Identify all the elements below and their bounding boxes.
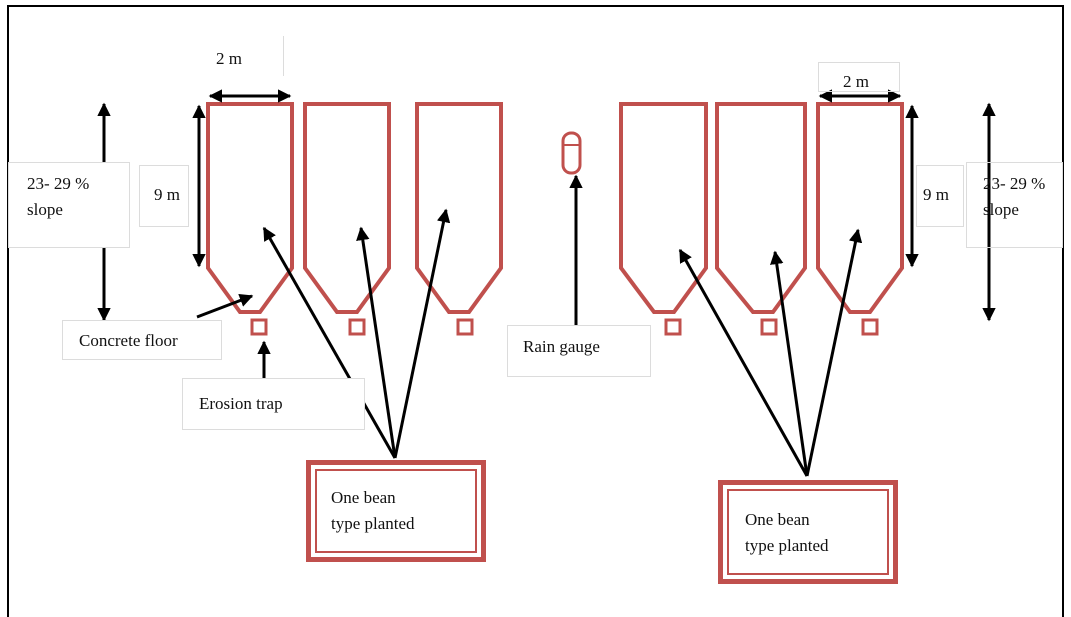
slope-label-right-line1: 23- 29 % [983, 174, 1046, 193]
concrete-floor-label: Concrete floor [62, 320, 222, 360]
erosion-trap-box [348, 318, 366, 336]
slope-label-left-line1: 23- 29 % [27, 174, 90, 193]
erosion-trap-box [664, 318, 682, 336]
planted-box-right-inner [727, 489, 889, 575]
plot-6 [816, 102, 904, 336]
erosion-trap-box [861, 318, 879, 336]
planted-right-line1: One bean [745, 510, 810, 529]
slope-label-left: 23- 29 % slope [8, 162, 130, 248]
rain-gauge-label: Rain gauge [507, 325, 651, 377]
planted-box-right: One bean type planted [718, 480, 898, 584]
planted-arrows-right [678, 228, 863, 477]
planted-arrows-left [262, 208, 451, 459]
planted-box-left: One bean type planted [306, 460, 486, 562]
erosion-trap-label: Erosion trap [182, 378, 365, 430]
slope-label-left-line2: slope [27, 200, 63, 219]
planted-text-left: One bean type planted [331, 485, 471, 537]
plot-2 [303, 102, 391, 336]
planted-left-line2: type planted [331, 514, 415, 533]
erosion-trap-box [250, 318, 268, 336]
rain-gauge-icon [561, 131, 582, 175]
length-label-left: 9 m [139, 165, 189, 227]
plot-5 [715, 102, 807, 336]
erosion-trap-box [760, 318, 778, 336]
concrete-floor-arrow [196, 294, 254, 319]
plot-1 [206, 102, 294, 336]
erosion-trap-box [456, 318, 474, 336]
outer-frame [7, 5, 1064, 617]
plot-4 [619, 102, 708, 336]
planted-left-line1: One bean [331, 488, 396, 507]
planted-box-left-inner [315, 469, 477, 553]
slope-label-right-line2: slope [983, 200, 1019, 219]
width-label-left: 2 m [210, 36, 284, 76]
slope-label-right: 23- 29 % slope [966, 162, 1063, 248]
planted-right-line2: type planted [745, 536, 829, 555]
width-label-right: 2 m [818, 62, 900, 92]
plot-3 [415, 102, 503, 336]
length-label-right: 9 m [916, 165, 964, 227]
planted-text-right: One bean type planted [745, 507, 885, 559]
